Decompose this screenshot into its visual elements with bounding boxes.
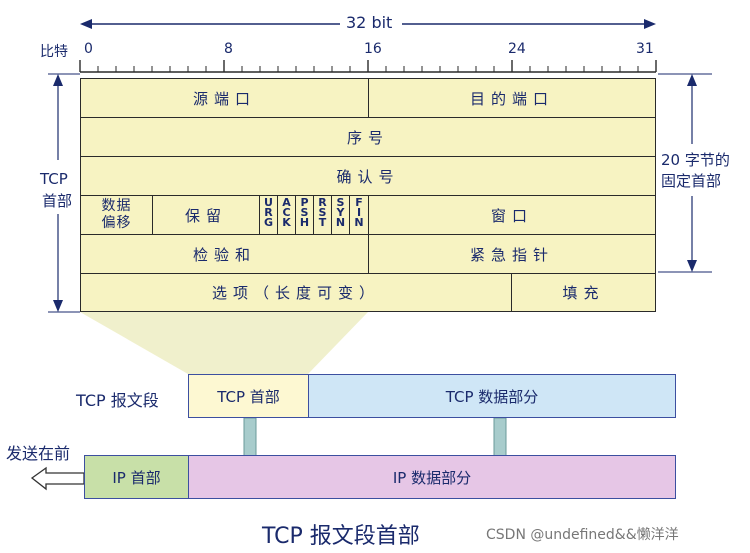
tick-label-16: 16 (364, 41, 382, 57)
bit-ruler-ticks (79, 60, 657, 72)
width-arrow (80, 19, 656, 29)
diagram-caption: TCP 报文段首部 (262, 524, 420, 549)
field-options: 选项（长度可变） (80, 273, 512, 312)
left-span-arrow (48, 73, 80, 313)
bit-label: 比特 (40, 44, 68, 60)
field-ack-number: 确认号 (80, 156, 656, 196)
width-label: 32 bit (346, 13, 393, 32)
field-source-port: 源端口 (80, 78, 369, 118)
right-span-arrow (658, 73, 712, 273)
field-sequence-number: 序号 (80, 117, 656, 157)
field-reserved: 保留 (152, 195, 260, 235)
callout-shape (80, 312, 368, 374)
fixed-header-label-2: 固定首部 (661, 172, 722, 190)
data-offset-line2: 偏移 (101, 215, 132, 231)
field-padding: 填充 (511, 273, 656, 312)
field-urgent-pointer: 紧急指针 (368, 234, 656, 274)
tcp-header-side-label-1: TCP (40, 170, 68, 188)
fixed-header-label-1: 20 字节的 (661, 151, 730, 169)
tcp-segment-header-box: TCP 首部 (188, 374, 309, 418)
field-data-offset: 数据 偏移 (80, 195, 153, 235)
watermark: CSDN @undefined&&懒洋洋 (486, 527, 679, 543)
tick-label-0: 0 (84, 41, 93, 57)
tick-label-8: 8 (224, 41, 233, 57)
send-first-label: 发送在前 (6, 444, 71, 463)
field-dest-port: 目的端口 (368, 78, 656, 118)
tick-label-24: 24 (508, 41, 526, 57)
send-first-arrow (30, 466, 85, 491)
tick-label-31: 31 (636, 41, 654, 57)
tcp-header-side-label-2: 首部 (42, 192, 73, 210)
tcp-segment-data-box: TCP 数据部分 (308, 374, 676, 418)
data-offset-line1: 数据 (101, 198, 132, 214)
ip-data-box: IP 数据部分 (188, 455, 676, 499)
field-window: 窗口 (368, 195, 656, 235)
field-checksum: 检验和 (80, 234, 369, 274)
ip-header-box: IP 首部 (84, 455, 189, 499)
tcp-segment-label: TCP 报文段 (76, 391, 159, 410)
